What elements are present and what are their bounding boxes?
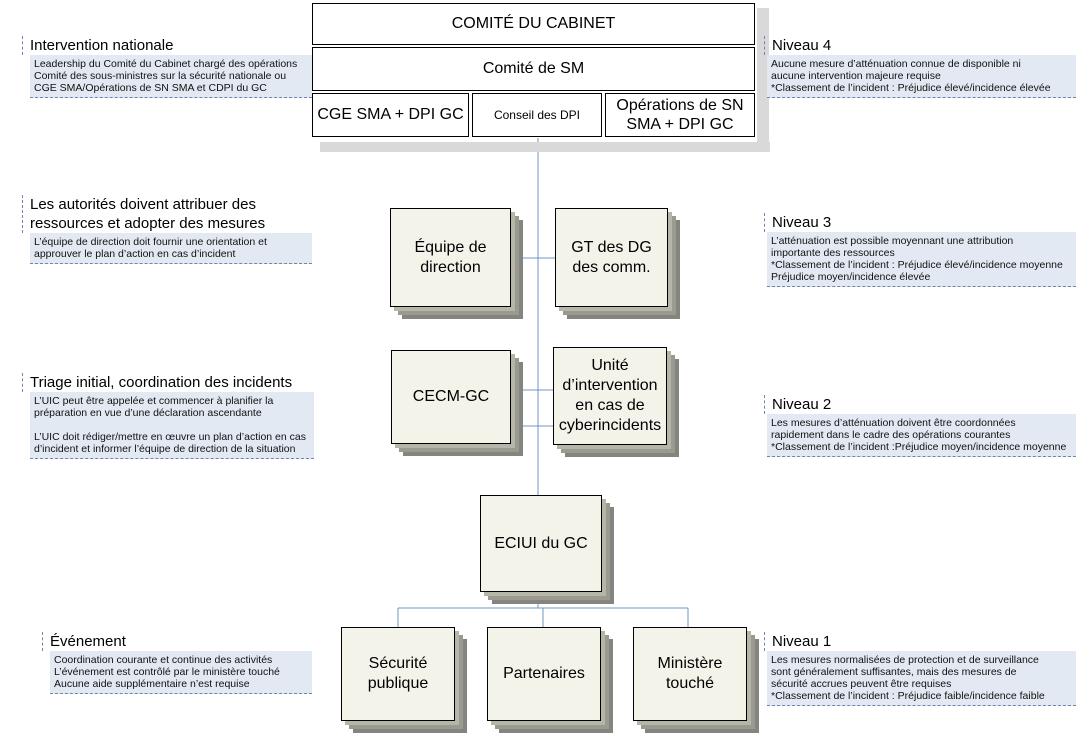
annotation-description: Les mesures d’atténuation doivent être c… <box>767 414 1076 457</box>
left-annotation-authorities: Les autorités doivent attribuer des ress… <box>22 195 312 264</box>
right-annotation-level-3: Niveau 3 L’atténuation est possible moye… <box>764 213 1076 287</box>
dm-committee-label: Comité de SM <box>482 60 585 77</box>
eciui-box: ECIUI du GC <box>480 495 602 592</box>
partenaires-box: Partenaires <box>487 627 601 721</box>
annotation-title: Triage initial, coordination des inciden… <box>30 374 293 391</box>
cge-sma-box: CGE SMA + DPI GC <box>312 93 469 137</box>
annotation-title: Les autorités doivent attribuer des ress… <box>30 196 266 232</box>
gt-dg-label: GT des DG des comm. <box>571 238 652 276</box>
left-annotation-triage: Triage initial, coordination des inciden… <box>22 373 314 459</box>
cio-council-label: Conseil des DPI <box>493 108 581 122</box>
cabinet-committee-label: COMITÉ DU CABINET <box>451 15 616 32</box>
ministere-touche-box: Ministère touché <box>633 627 747 721</box>
gt-dg-box: GT des DG des comm. <box>555 208 668 307</box>
annotation-title: Niveau 4 <box>772 37 832 54</box>
ministere-touche-label: Ministère touché <box>657 655 723 692</box>
annotation-title: Niveau 2 <box>772 396 832 413</box>
cio-council-box: Conseil des DPI <box>472 93 602 137</box>
left-annotation-event: Événement Coordination courante et conti… <box>42 632 312 694</box>
annotation-title: Événement <box>50 633 126 650</box>
cabinet-committee-box: COMITÉ DU CABINET <box>312 3 755 45</box>
left-annotation-national: Intervention nationale Leadership du Com… <box>22 36 312 98</box>
cabinet-shadow <box>320 142 770 152</box>
annotation-description: L’équipe de direction doit fournir une o… <box>30 233 312 264</box>
right-annotation-level-4: Niveau 4 Aucune mesure d’atténuation con… <box>764 36 1076 98</box>
unite-intervention-box: Unité d’intervention en cas de cyberinci… <box>553 347 667 445</box>
cabinet-shadow-side <box>757 8 769 150</box>
annotation-description: Leadership du Comité du Cabinet chargé d… <box>30 55 312 98</box>
cecm-box: CECM-GC <box>391 350 511 444</box>
securite-publique-label: Sécurité publique <box>367 655 429 692</box>
annotation-title: Niveau 1 <box>772 633 832 650</box>
ns-operations-box: Opérations de SN SMA + DPI GC <box>605 93 755 137</box>
annotation-title: Niveau 3 <box>772 214 832 231</box>
right-annotation-level-2: Niveau 2 Les mesures d’atténuation doive… <box>764 395 1076 457</box>
annotation-description: L’UIC peut être appelée et commencer à p… <box>30 392 314 459</box>
annotation-description: Coordination courante et continue des ac… <box>50 651 312 694</box>
ns-operations-label: Opérations de SN SMA + DPI GC <box>616 97 744 133</box>
annotation-description: L’atténuation est possible moyennant une… <box>767 232 1076 287</box>
right-annotation-level-1: Niveau 1 Les mesures normalisées de prot… <box>764 632 1076 706</box>
cecm-label: CECM-GC <box>412 388 490 405</box>
equipe-direction-label: Équipe de direction <box>414 238 487 276</box>
cge-sma-label: CGE SMA + DPI GC <box>317 106 464 123</box>
securite-publique-box: Sécurité publique <box>341 627 455 721</box>
equipe-direction-box: Équipe de direction <box>390 208 511 307</box>
partenaires-label: Partenaires <box>503 665 585 682</box>
eciui-label: ECIUI du GC <box>494 534 588 552</box>
unite-intervention-label: Unité d’intervention en cas de cyberinci… <box>558 357 662 434</box>
annotation-title: Intervention nationale <box>30 37 174 54</box>
annotation-description: Les mesures normalisées de protection et… <box>767 651 1076 706</box>
dm-committee-box: Comité de SM <box>312 47 755 91</box>
annotation-description: Aucune mesure d’atténuation connue de di… <box>767 55 1076 98</box>
